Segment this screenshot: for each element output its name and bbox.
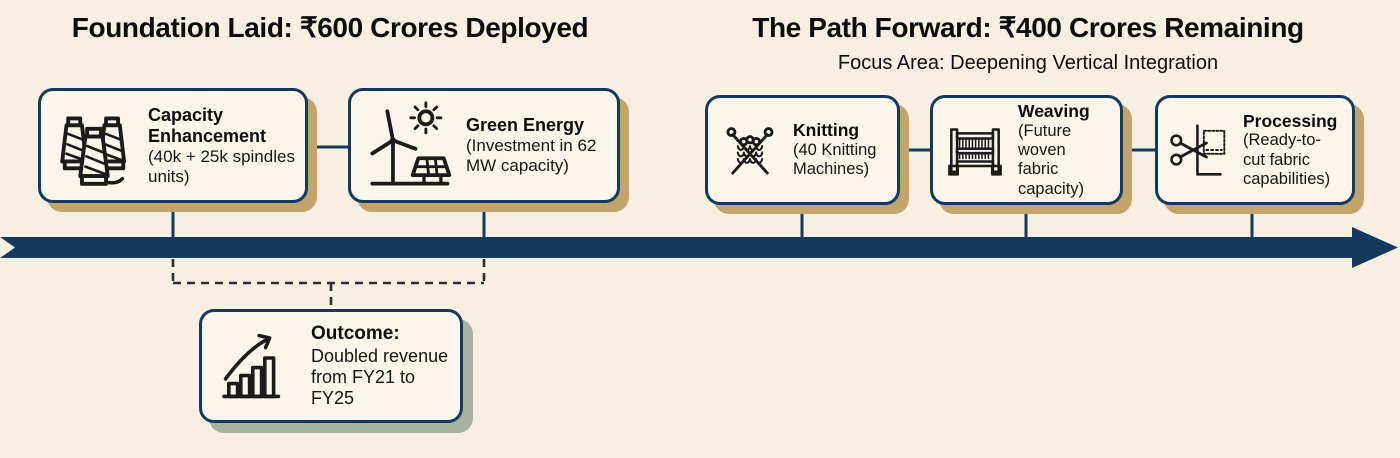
card-knitting: Knitting (40 Knitting Machines) — [705, 95, 900, 205]
weaving-loom-icon — [943, 118, 1007, 182]
card-title: Knitting — [793, 120, 860, 141]
phase2-title: The Path Forward: ₹400 Crores Remaining — [752, 12, 1304, 43]
card-title: Capacity Enhancement — [148, 104, 267, 146]
phase1-title: Foundation Laid: ₹600 Crores Deployed — [71, 12, 589, 43]
card-subtitle: (40 Knitting Machines) — [793, 140, 877, 179]
card-weaving: Weaving (Future woven fabric capacity) — [930, 95, 1123, 205]
scissors-fabric-icon — [1168, 118, 1232, 182]
card-subtitle: (40k + 25k spindles units) — [148, 146, 295, 186]
outcome-title: Outcome: — [311, 323, 400, 345]
card-capacity-enhancement: Capacity Enhancement (40k + 25k spindles… — [38, 88, 308, 203]
wind-turbine-solar-icon — [361, 99, 455, 193]
card-connector-lines — [171, 145, 1254, 240]
card-title: Processing — [1243, 110, 1338, 131]
growth-chart-icon — [212, 326, 300, 406]
yarn-spindles-icon — [51, 101, 137, 191]
card-subtitle: (Investment in 62 MW capacity) — [466, 136, 597, 176]
outcome-subtitle: Doubled revenue from FY21 to FY25 — [311, 345, 449, 408]
card-title: Weaving — [1018, 101, 1090, 122]
phase2-subtitle: Focus Area: Deepening Vertical Integrati… — [837, 52, 1219, 74]
outcome-dashed-connector — [171, 259, 486, 310]
card-processing: Processing (Ready-to-cut fabric capabili… — [1155, 95, 1355, 205]
card-subtitle: (Future woven fabric capacity) — [1018, 121, 1085, 198]
card-green-energy: Green Energy (Investment in 62 MW capaci… — [348, 88, 620, 203]
card-title: Green Energy — [466, 115, 585, 136]
card-subtitle: (Ready-to-cut fabric capabilities) — [1243, 131, 1331, 188]
timeline-arrow — [0, 227, 1398, 268]
knitting-needles-icon — [718, 118, 782, 182]
card-outcome: Outcome: Doubled revenue from FY21 to FY… — [199, 309, 463, 423]
